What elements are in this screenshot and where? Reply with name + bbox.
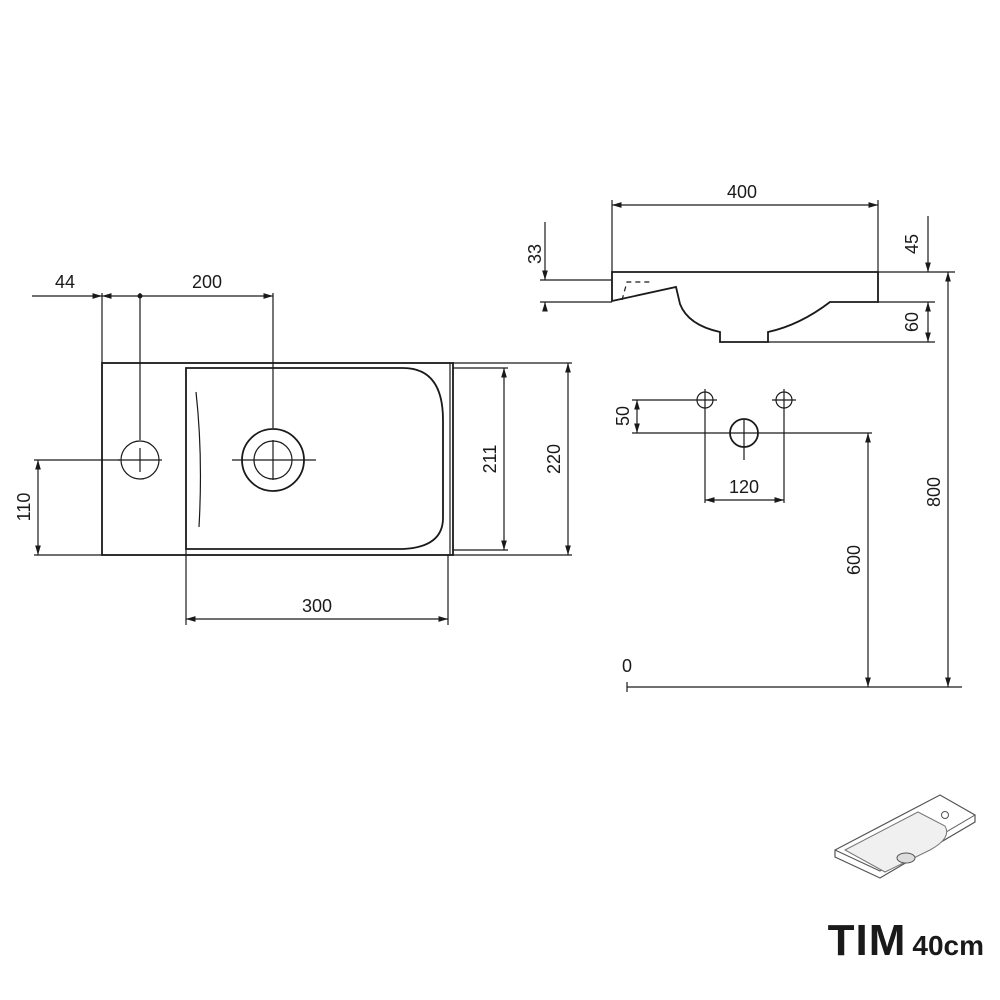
product-size: 40cm	[912, 930, 984, 961]
top-view: 44 200 110 211 220 300	[14, 272, 572, 625]
dim-basin-depth-inner: 211	[480, 445, 500, 474]
dim-rim-thickness: 33	[525, 244, 545, 264]
fixing-hole-left-icon	[693, 389, 717, 503]
drain-icon	[232, 428, 316, 492]
basin-3d-preview-icon	[834, 794, 976, 879]
product-name: TIM	[827, 916, 907, 965]
dim-top-thickness: 45	[902, 234, 922, 254]
dim-mount-height: 800	[924, 477, 944, 507]
dim-fixing-spacing: 120	[729, 477, 759, 497]
dim-basin-depth-outer: 220	[544, 444, 564, 474]
fixing-hole-right-icon	[772, 389, 796, 503]
dim-drain-height: 600	[844, 545, 864, 575]
basin-outline	[101, 362, 454, 556]
dim-bowl-width: 300	[302, 596, 332, 616]
bowl-outline	[185, 367, 444, 550]
side-profile	[611, 271, 879, 343]
floor-level-label: 0	[622, 656, 632, 676]
dim-left-offset: 44	[55, 272, 75, 292]
dim-tap-height: 110	[14, 493, 34, 522]
tap-hole-icon	[118, 440, 162, 480]
dim-total-width: 400	[727, 182, 757, 202]
hidden-line	[621, 281, 650, 301]
dim-bowl-drop: 60	[902, 312, 922, 332]
side-view: 400 33 45 60	[525, 182, 955, 343]
install-view: 50 120 0 600 800	[613, 272, 962, 692]
dim-fixing-offset: 50	[613, 406, 633, 426]
dim-tap-spacing: 200	[192, 272, 222, 292]
drain-outlet-icon	[724, 418, 764, 460]
bowl-edge	[195, 391, 202, 528]
